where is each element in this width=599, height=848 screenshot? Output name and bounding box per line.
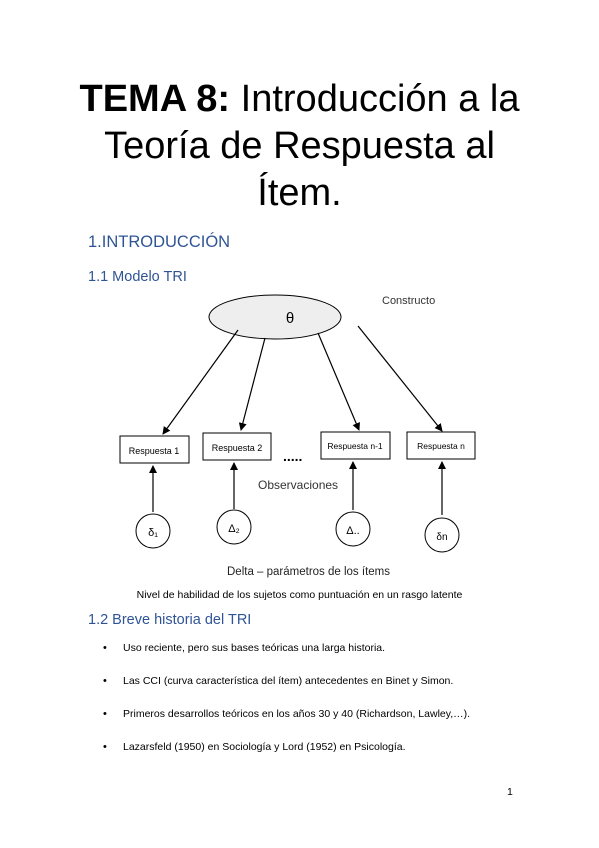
response-box-n: [406, 431, 476, 460]
document-title: TEMA 8: Introducción a la Teoría de Resp…: [0, 76, 599, 217]
responses-ellipsis: .....: [283, 448, 302, 464]
arrow-construct-to-response-2: [238, 337, 266, 431]
response-label-n-1: Respuesta n-1: [327, 441, 383, 451]
delta-label-2: Δ₂: [228, 523, 240, 535]
arrow-construct-to-response-1: [162, 329, 239, 435]
delta-description: Delta – parámetros de los ítems: [227, 566, 390, 578]
delta-label-1: δ₁: [148, 527, 158, 539]
response-box-2: [202, 432, 272, 461]
delta-circle-2: [216, 509, 252, 545]
section-heading-introduccion: 1.INTRODUCCIÓN: [88, 233, 231, 251]
section-heading-breve-historia: 1.2 Breve historia del TRI: [88, 612, 252, 628]
history-bullet-list: Uso reciente, pero sus bases teóricas un…: [100, 640, 520, 772]
list-item: Lazarsfeld (1950) en Sociología y Lord (…: [100, 739, 520, 772]
delta-circle-n-1: [335, 511, 371, 547]
list-item: Primeros desarrollos teóricos en los año…: [100, 706, 520, 739]
response-label-n: Respuesta n: [417, 441, 465, 451]
page-number: 1: [507, 786, 513, 798]
arrow-construct-to-response-n: [357, 325, 443, 432]
arrow-construct-to-response-n-1: [317, 332, 360, 431]
delta-circle-n: [424, 517, 460, 553]
response-label-1: Respuesta 1: [129, 446, 180, 456]
observations-label: Observaciones: [258, 478, 338, 492]
title-line-1: Introducción a la: [230, 78, 520, 120]
construct-symbol: θ: [286, 310, 294, 327]
construct-label: Constructo: [382, 295, 435, 307]
delta-label-n-1: Δ..: [346, 525, 359, 537]
section-heading-modelo-tri: 1.1 Modelo TRI: [88, 269, 187, 285]
construct-ellipse: [208, 294, 342, 340]
response-box-1: [119, 435, 190, 464]
title-line-2: Teoría de Respuesta al: [104, 125, 495, 167]
response-label-2: Respuesta 2: [212, 443, 263, 453]
title-topic-number: TEMA 8:: [79, 78, 231, 120]
delta-circle-1: [135, 513, 171, 549]
response-box-n-1: [320, 431, 391, 460]
delta-label-n: δn: [436, 532, 447, 543]
list-item: Las CCI (curva característica del ítem) …: [100, 673, 520, 706]
list-item: Uso reciente, pero sus bases teóricas un…: [100, 640, 520, 673]
figure-caption: Nivel de habilidad de los sujetos como p…: [136, 589, 463, 601]
tri-model-diagram: θ Constructo Respuesta 1 Respuesta 2 Res…: [108, 290, 498, 580]
title-line-3: Ítem.: [257, 172, 342, 214]
